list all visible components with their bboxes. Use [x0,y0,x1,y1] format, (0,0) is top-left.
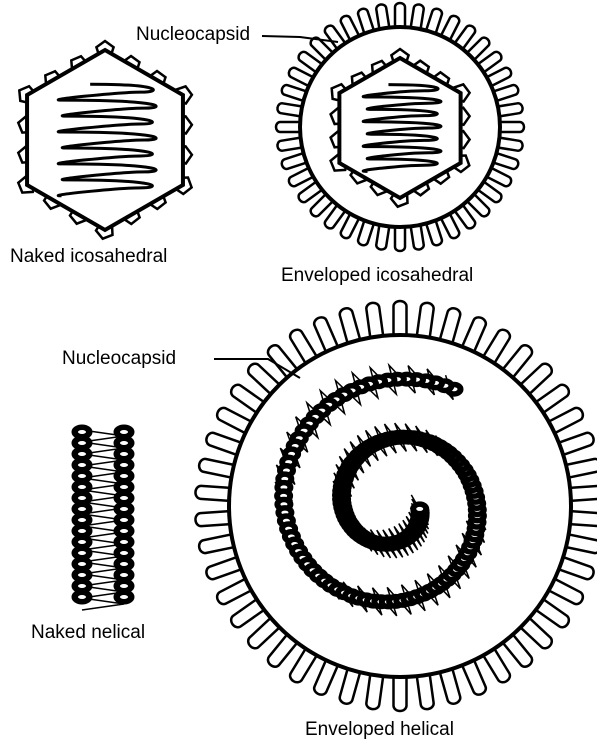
label-enveloped-icosahedral: Enveloped icosahedral [281,265,473,286]
capsomere-highlight [120,507,128,511]
capsomere-highlight [120,441,128,445]
capsomere-highlight [78,584,86,588]
capsomere-highlight [78,441,86,445]
capsomere-highlight [120,430,128,434]
capsomere-highlight [120,518,128,522]
capsomere-highlight [120,452,128,456]
naked-icosahedral-virus [18,41,192,239]
capsomere-highlight [78,474,86,478]
capsomere-highlight [78,562,86,566]
capsomere-highlight [78,485,86,489]
capsomere-highlight [120,562,128,566]
capsomere-highlight [120,496,128,500]
nucleocapsid-pointer-top [262,36,338,42]
capsomere-highlight [78,573,86,577]
capsomere-highlight [120,485,128,489]
capsomere-highlight [120,573,128,577]
capsomere-column-left [72,425,92,604]
capsomere-highlight [78,430,86,434]
naked-helical-virus [72,425,134,610]
capsomere-highlight [120,551,128,555]
capsomere-highlight [120,529,128,533]
capsomere-highlight [78,507,86,511]
label-naked-helical: Naked nelical [31,622,145,643]
capsomere-highlight [78,496,86,500]
capsomere-highlight [120,463,128,467]
capsomere-highlight [78,551,86,555]
capsomere-highlight [78,595,86,599]
capsomere-highlight [120,595,128,599]
enveloped-helical-virus [195,301,597,711]
capsomere-highlight [78,518,86,522]
capsomere-column-right [114,425,134,604]
capsomere-highlight [416,507,423,511]
capsomere-highlight [78,529,86,533]
label-nucleocapsid-top: Nucleocapsid [136,24,250,45]
capsomere-highlight [120,474,128,478]
capsomere-highlight [78,452,86,456]
capsomere-highlight [78,463,86,467]
label-naked-icosahedral: Naked icosahedral [10,246,167,267]
capsomere-highlight [78,540,86,544]
capsomere-highlight [120,584,128,588]
capsomere-highlight [120,540,128,544]
label-nucleocapsid-bottom: Nucleocapsid [62,348,176,369]
enveloped-icosahedral-virus [276,3,524,251]
label-enveloped-helical: Enveloped helical [305,719,454,740]
